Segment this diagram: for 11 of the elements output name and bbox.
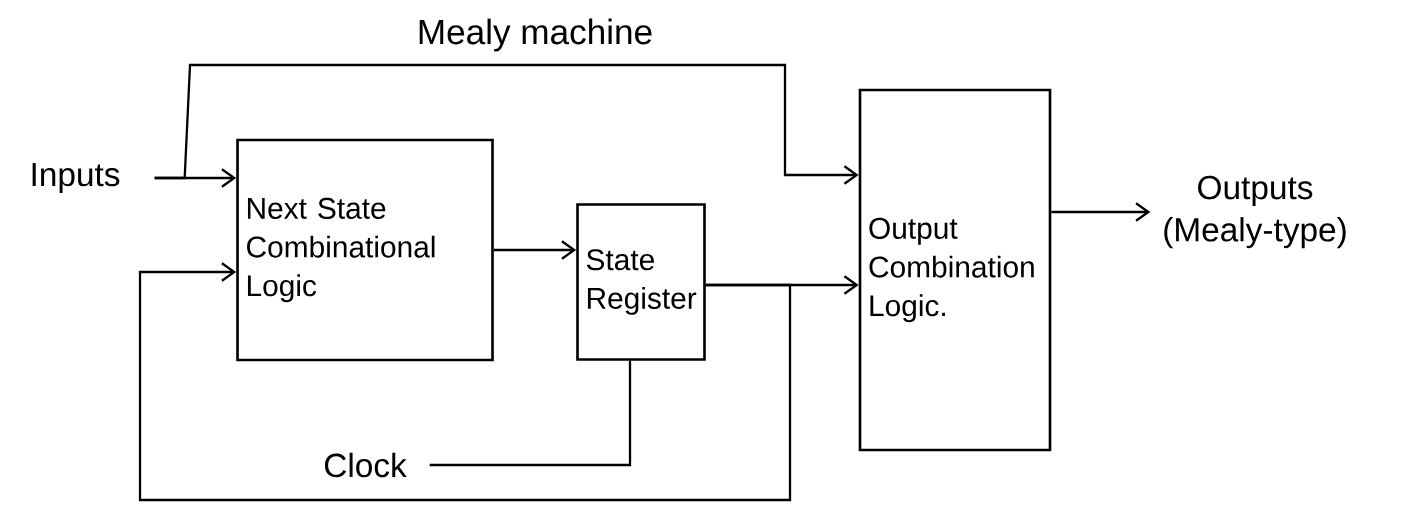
logic-block: State Register [576, 203, 706, 361]
diagram-title: Mealy machine [419, 18, 652, 52]
logic-block: Output Combination Logic. [858, 88, 1052, 452]
signal-label: Clock [324, 452, 407, 478]
arrow [493, 240, 577, 260]
arrow [138, 262, 792, 502]
arrow [154, 63, 859, 185]
signal-label: Outputs (Mealy-type) [1164, 175, 1346, 249]
logic-block: Next State Combinational Logic [236, 138, 494, 362]
signal-label: Inputs [32, 163, 120, 193]
arrow [1051, 202, 1151, 222]
